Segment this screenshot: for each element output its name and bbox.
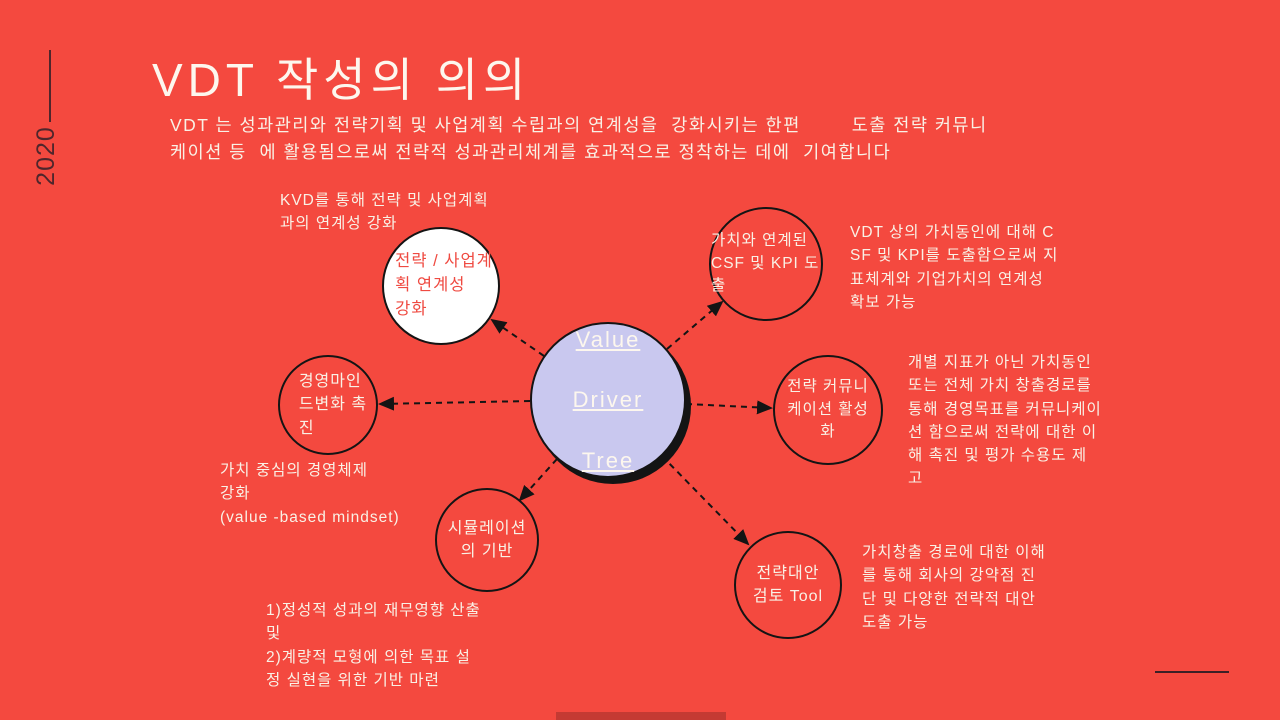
- center-node-label: Value Driver Tree: [572, 326, 644, 473]
- arrow-to-strategy-link: [490, 318, 545, 357]
- arrow-to-csf-kpi: [666, 300, 724, 350]
- bottom-right-line: [1155, 671, 1229, 673]
- annotation-simulation: 1)정성적 성과의 재무영향 산출 및 2)계량적 모형에 의한 목표 설 정 …: [266, 602, 481, 689]
- node-simulation: 시뮬레이션 의 기반: [435, 488, 539, 592]
- center-node-value-driver-tree: Value Driver Tree: [530, 322, 686, 478]
- bottom-center-bar: [556, 712, 726, 720]
- arrow-to-strategy-tool: [661, 455, 750, 546]
- node-strategy-link: 전략 / 사업계 획 연계성 강화: [382, 227, 500, 345]
- node-strategy-tool: 전략대안 검토 Tool: [734, 531, 842, 639]
- intro-text: VDT 는 성과관리와 전략기획 및 사업계획 수립과의 연계성을 강화시키는 …: [170, 115, 988, 163]
- arrow-to-mindset: [378, 396, 531, 411]
- arrow-to-simulation: [518, 458, 558, 502]
- node-csf-kpi: 가치와 연계된 CSF 및 KPI 도출: [709, 207, 823, 321]
- arrow-to-communication: [685, 400, 773, 415]
- page-title: VDT 작성의 의의: [152, 54, 531, 106]
- year-label: 2020: [32, 126, 60, 186]
- annotation-strategy-tool: 가치창출 경로에 대한 이해 를 통해 회사의 강약점 진 단 및 다양한 전략…: [862, 544, 1046, 631]
- annotation-csf-kpi: VDT 상의 가치동인에 대해 C SF 및 KPI를 도출함으로써 지 표체계…: [850, 224, 1059, 311]
- annotation-mindset: 가치 중심의 경영체제 강화 (value -based mindset): [220, 462, 400, 526]
- annotation-communication: 개별 지표가 아닌 가치동인 또는 전체 가치 창출경로를 통해 경영목표를 커…: [908, 354, 1102, 488]
- node-mindset: 경영마인 드변화 촉 진: [278, 355, 378, 455]
- year-decoration-line: [49, 50, 51, 122]
- annotation-kvd: KVD를 통해 전략 및 사업계획 과의 연계성 강화: [280, 192, 489, 233]
- node-communication: 전략 커뮤니 케이션 활성 화: [773, 355, 883, 465]
